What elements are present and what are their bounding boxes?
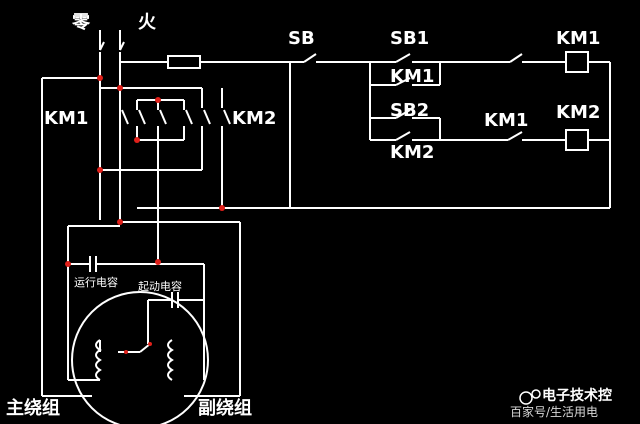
label-km1-interlock: KM1	[484, 110, 528, 131]
label-sb: SB	[288, 28, 315, 49]
power-wires	[41, 30, 291, 397]
watermark-logo-icon	[519, 391, 533, 405]
label-neutral: 零	[71, 12, 91, 33]
watermark-sub: 百家号/生活用电	[510, 404, 598, 419]
label-km1-coil: KM1	[556, 28, 600, 49]
label-km2-coil: KM2	[556, 102, 600, 123]
watermark: 电子技术控 百家号/生活用电	[510, 387, 612, 419]
km1-coil-icon	[565, 51, 589, 73]
label-km2-hold: KM2	[390, 142, 434, 163]
label-aux-winding: 副绕组	[198, 397, 252, 419]
control-wires	[290, 53, 611, 209]
km2-coil-icon	[565, 129, 589, 151]
label-km2-contact: KM2	[232, 108, 276, 129]
label-live: 火	[138, 12, 157, 33]
label-sb1: SB1	[390, 28, 429, 49]
label-main-winding: 主绕组	[6, 397, 60, 419]
label-sb2: SB2	[390, 100, 429, 121]
label-start-capacitor: 起动电容	[138, 279, 182, 293]
label-run-capacitor: 运行电容	[74, 275, 118, 289]
label-km1-contact: KM1	[44, 108, 88, 129]
motor	[71, 291, 209, 424]
junction-nodes	[65, 75, 225, 267]
watermark-title: 电子技术控	[542, 387, 612, 404]
label-km1-hold: KM1	[390, 66, 434, 87]
fuse-icon	[167, 55, 201, 69]
